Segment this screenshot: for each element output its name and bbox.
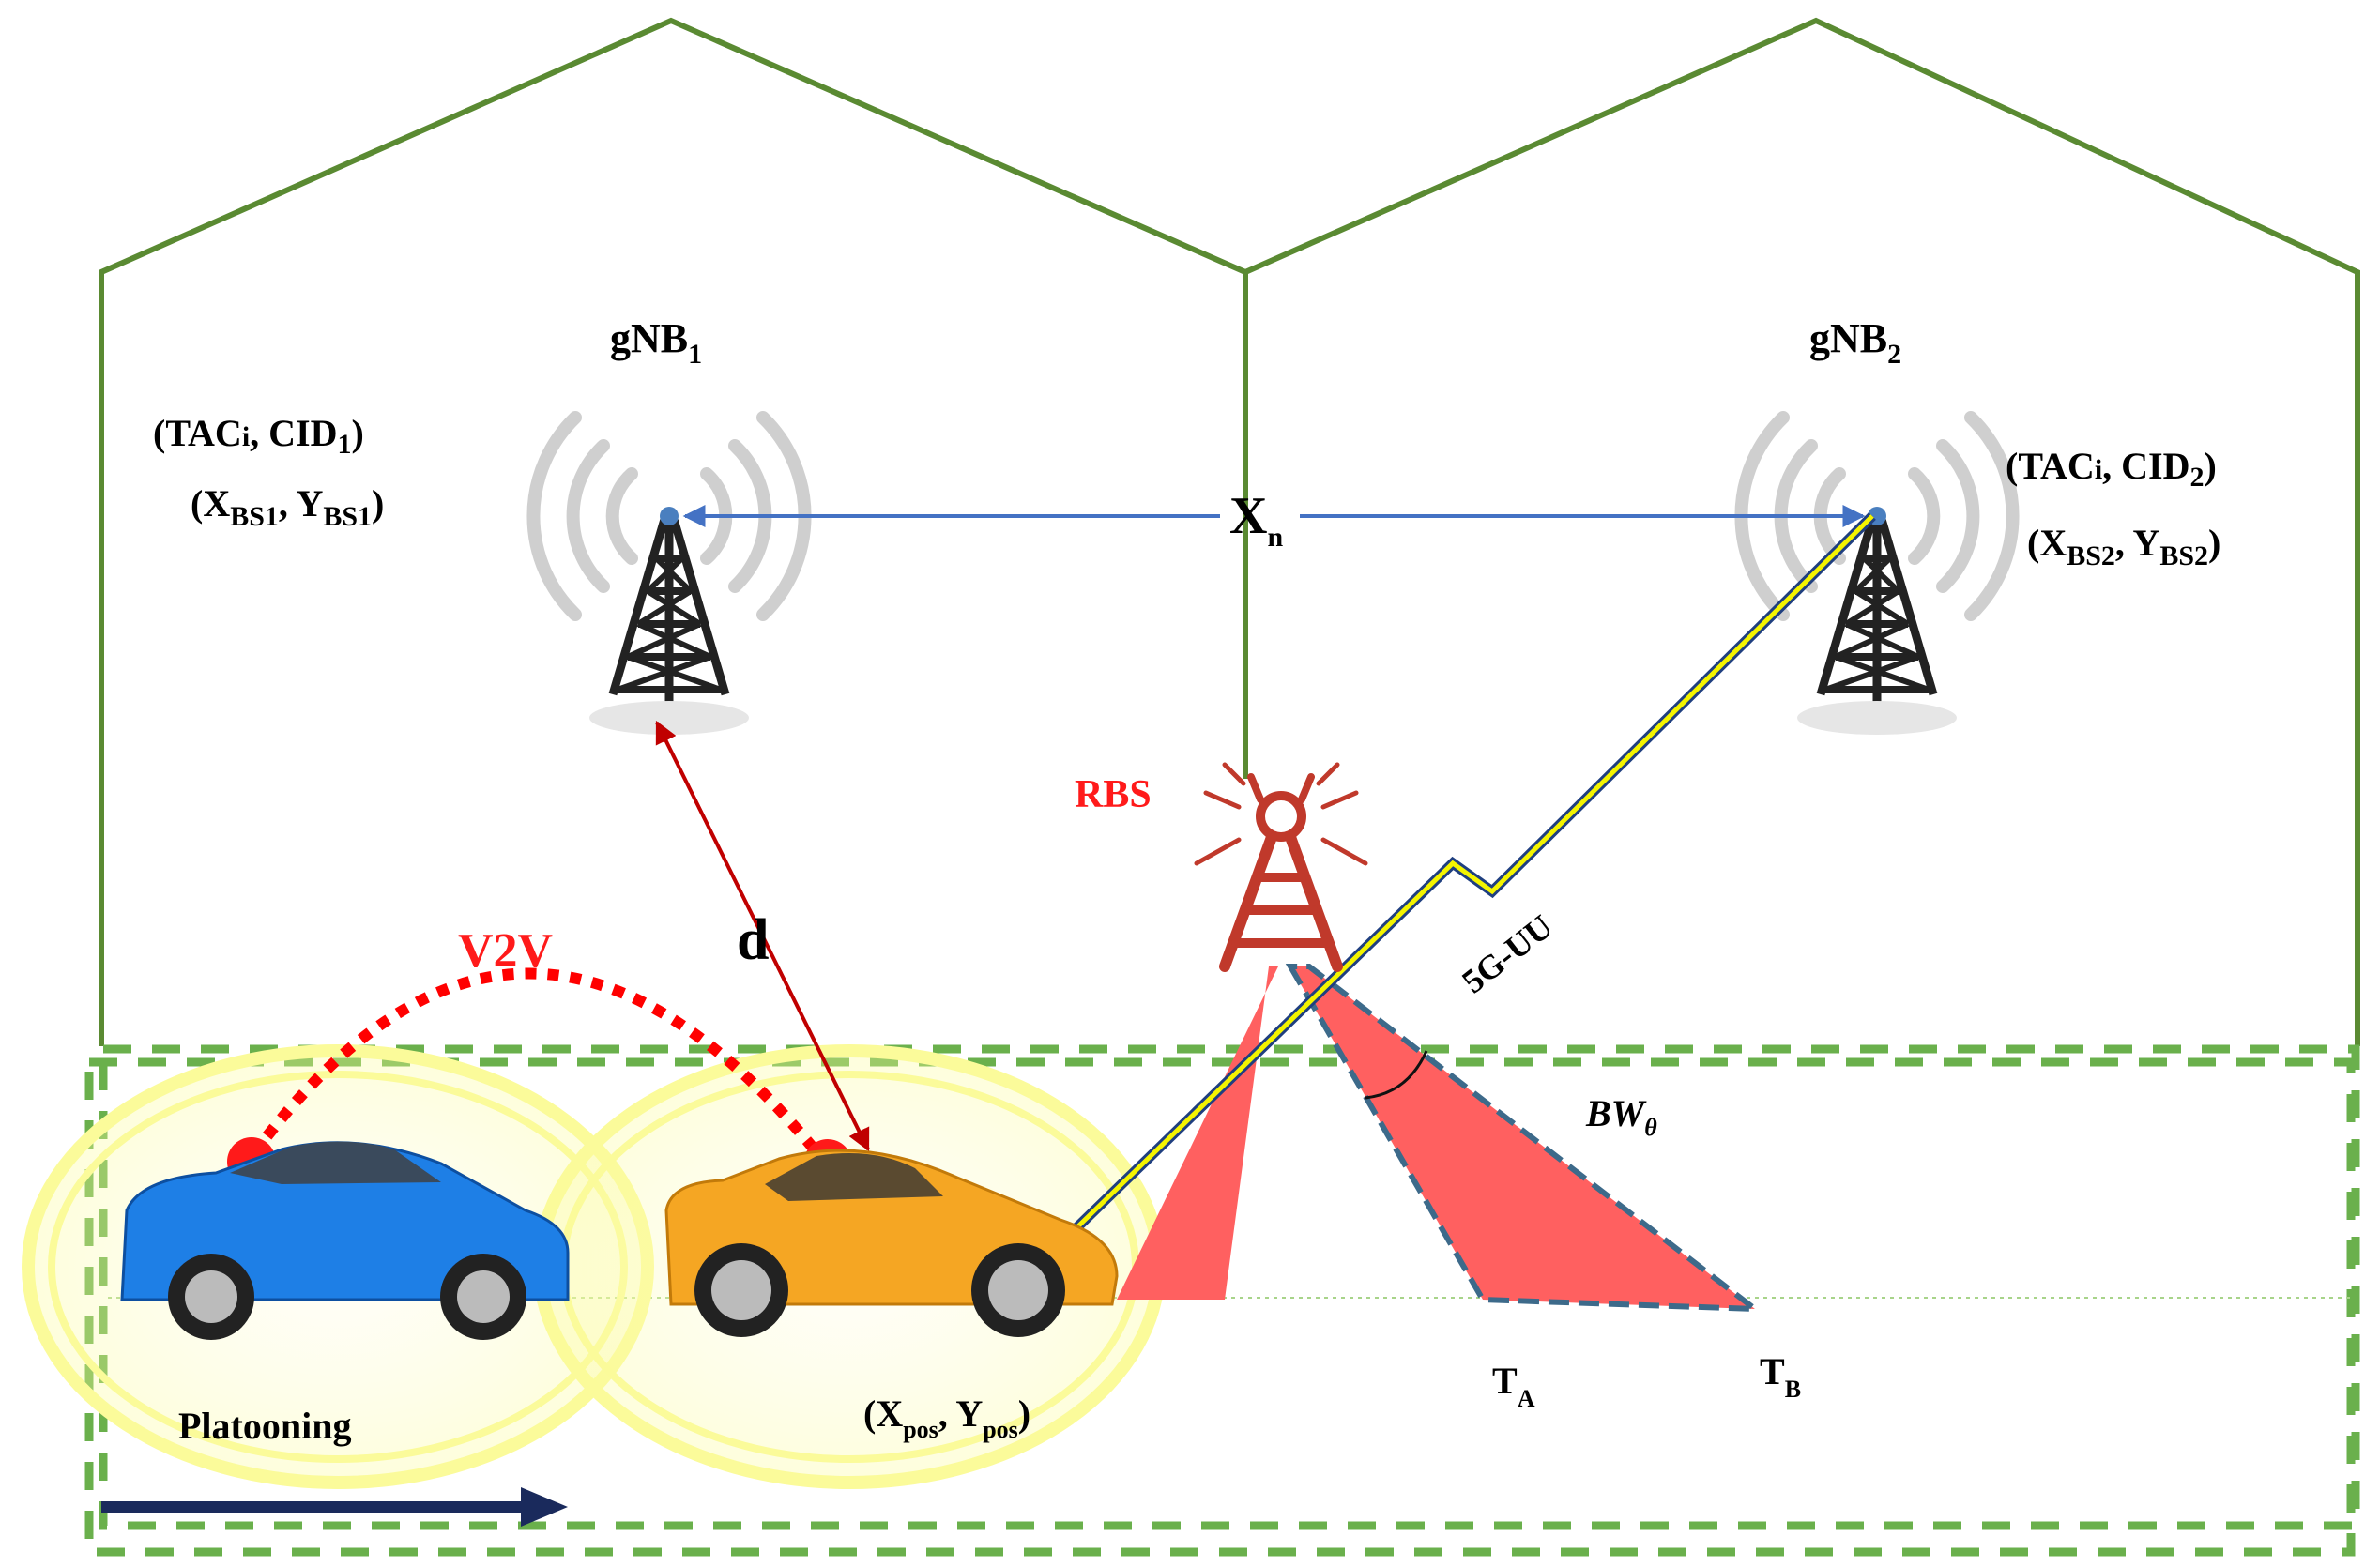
tb-label: TB — [1760, 1350, 1801, 1403]
platooning-label: Platooning — [178, 1405, 351, 1447]
gnb2-tower — [1741, 418, 2012, 735]
rbs-beams — [1117, 964, 1764, 1313]
distance-label: d — [737, 908, 769, 972]
cell-2-border — [1243, 17, 2360, 1046]
rbs-tower — [1194, 762, 1368, 972]
rbs-label: RBS — [1075, 773, 1152, 816]
link-5g-label: 5G-UU — [1455, 907, 1559, 1000]
gnb1-coords: (XBS1, YBS1) — [191, 482, 384, 532]
vehicle-position-label: (Xpos, Ypos) — [863, 1392, 1030, 1443]
v2v-link — [249, 967, 831, 1167]
cell-borders — [99, 17, 2360, 1046]
car-blue-icon — [120, 1141, 570, 1340]
rogue-tower-icon — [1194, 762, 1368, 972]
gnb1-label: gNB1 — [610, 315, 702, 370]
beam-ta — [1285, 964, 1764, 1313]
arrowhead-icon — [521, 1487, 568, 1527]
ta-label: TA — [1492, 1360, 1535, 1412]
v2v-label: V2V — [458, 924, 553, 978]
car-orange-icon — [664, 1149, 1119, 1337]
gnb2-label: gNB2 — [1809, 315, 1901, 370]
beam-near — [1117, 966, 1278, 1300]
cell-1-border — [99, 17, 1248, 1046]
gnb2-coords: (XBS2, YBS2) — [2027, 522, 2220, 571]
5g-uu-link — [1052, 512, 1876, 1252]
beam-width-label: BWθ — [1585, 1092, 1657, 1141]
xn-label: Xn — [1229, 487, 1283, 553]
distance-arrow — [655, 720, 870, 1152]
beam-angle-arc — [1365, 1050, 1428, 1100]
gnb1-ids: (TACi, CID1) — [153, 412, 364, 460]
gnb1-tower — [533, 418, 804, 735]
gnb2-ids: (TACi, CID2) — [2006, 445, 2217, 493]
